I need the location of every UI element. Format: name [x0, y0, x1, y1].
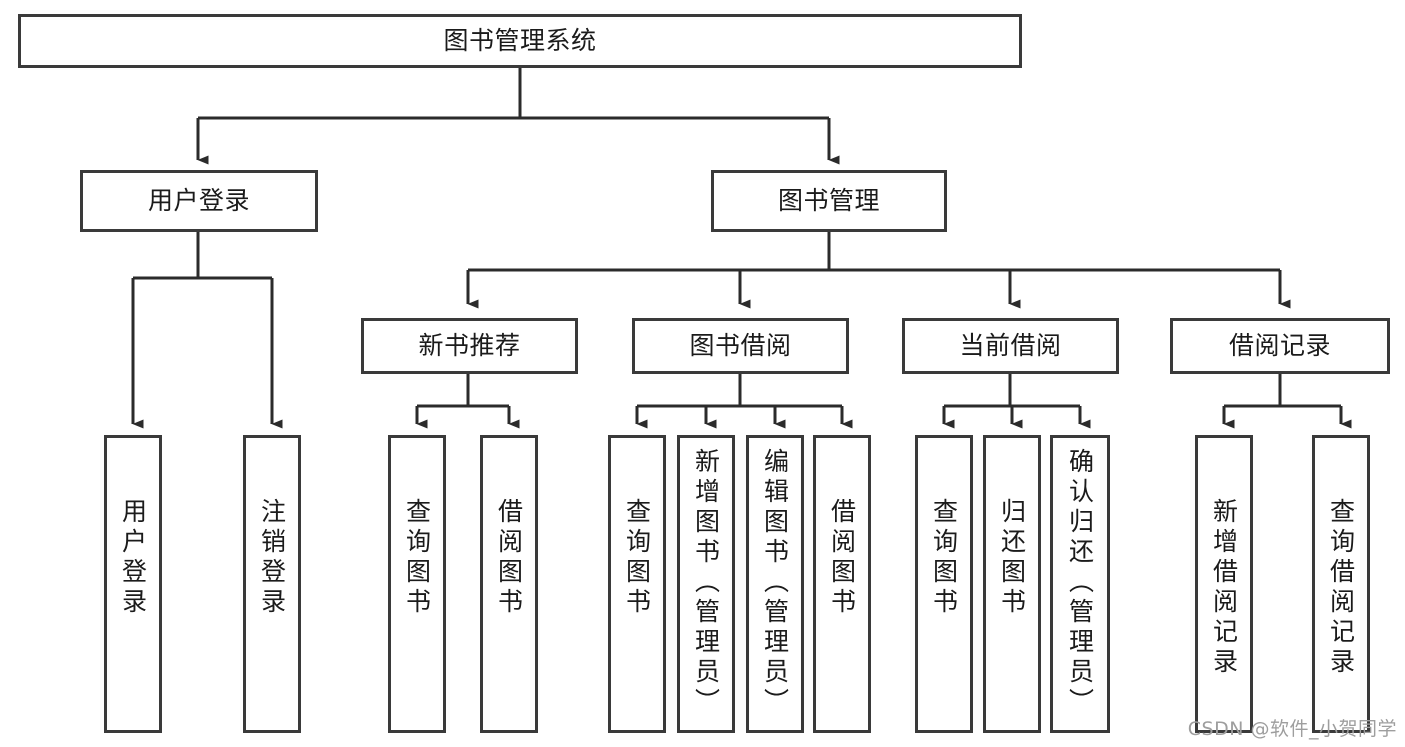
node-label: 确认归还（管理员）	[1065, 448, 1095, 718]
node-label: 注销登录	[257, 498, 287, 618]
node-current-borrow[interactable]: 当前借阅	[902, 318, 1119, 374]
node-book-management[interactable]: 图书管理	[711, 170, 947, 232]
node-label: 用户登录	[118, 498, 148, 618]
node-label: 用户登录	[147, 186, 250, 216]
node-label: 图书借阅	[689, 331, 792, 361]
node-new-book-recommend[interactable]: 新书推荐	[361, 318, 578, 374]
node-label: 图书管理	[777, 186, 880, 216]
leaf-new-book-borrow-book[interactable]: 借阅图书	[480, 435, 538, 733]
node-label: 归还图书	[997, 498, 1027, 618]
node-label: 借阅图书	[827, 498, 857, 618]
node-label: 图书管理系统	[443, 26, 597, 56]
node-label: 查询借阅记录	[1326, 498, 1356, 678]
leaf-borrow-record-query-record[interactable]: 查询借阅记录	[1312, 435, 1370, 733]
leaf-user-login-login[interactable]: 用户登录	[104, 435, 162, 733]
node-label: 当前借阅	[959, 331, 1062, 361]
node-label: 借阅记录	[1228, 331, 1331, 361]
leaf-current-borrow-return-book[interactable]: 归还图书	[983, 435, 1041, 733]
watermark-text: CSDN @软件_小贺同学	[1187, 718, 1397, 740]
node-label: 查询图书	[402, 498, 432, 618]
leaf-current-borrow-query-book[interactable]: 查询图书	[915, 435, 973, 733]
leaf-current-borrow-confirm-return-admin[interactable]: 确认归还（管理员）	[1050, 435, 1110, 733]
node-label: 编辑图书（管理员）	[760, 448, 790, 718]
leaf-book-borrow-query-book[interactable]: 查询图书	[608, 435, 666, 733]
leaf-new-book-query-book[interactable]: 查询图书	[388, 435, 446, 733]
node-borrow-record[interactable]: 借阅记录	[1170, 318, 1390, 374]
node-book-borrow[interactable]: 图书借阅	[632, 318, 849, 374]
leaf-book-borrow-add-book-admin[interactable]: 新增图书（管理员）	[677, 435, 735, 733]
leaf-book-borrow-edit-book-admin[interactable]: 编辑图书（管理员）	[746, 435, 804, 733]
node-label: 借阅图书	[494, 498, 524, 618]
leaf-borrow-record-add-record[interactable]: 新增借阅记录	[1195, 435, 1253, 733]
node-label: 查询图书	[929, 498, 959, 618]
node-user-login[interactable]: 用户登录	[80, 170, 318, 232]
leaf-user-login-logout[interactable]: 注销登录	[243, 435, 301, 733]
node-label: 新增图书（管理员）	[691, 448, 721, 718]
node-label: 查询图书	[622, 498, 652, 618]
node-label: 新增借阅记录	[1209, 498, 1239, 678]
node-label: 新书推荐	[418, 331, 521, 361]
leaf-book-borrow-borrow-book[interactable]: 借阅图书	[813, 435, 871, 733]
node-book-management-system[interactable]: 图书管理系统	[18, 14, 1022, 68]
